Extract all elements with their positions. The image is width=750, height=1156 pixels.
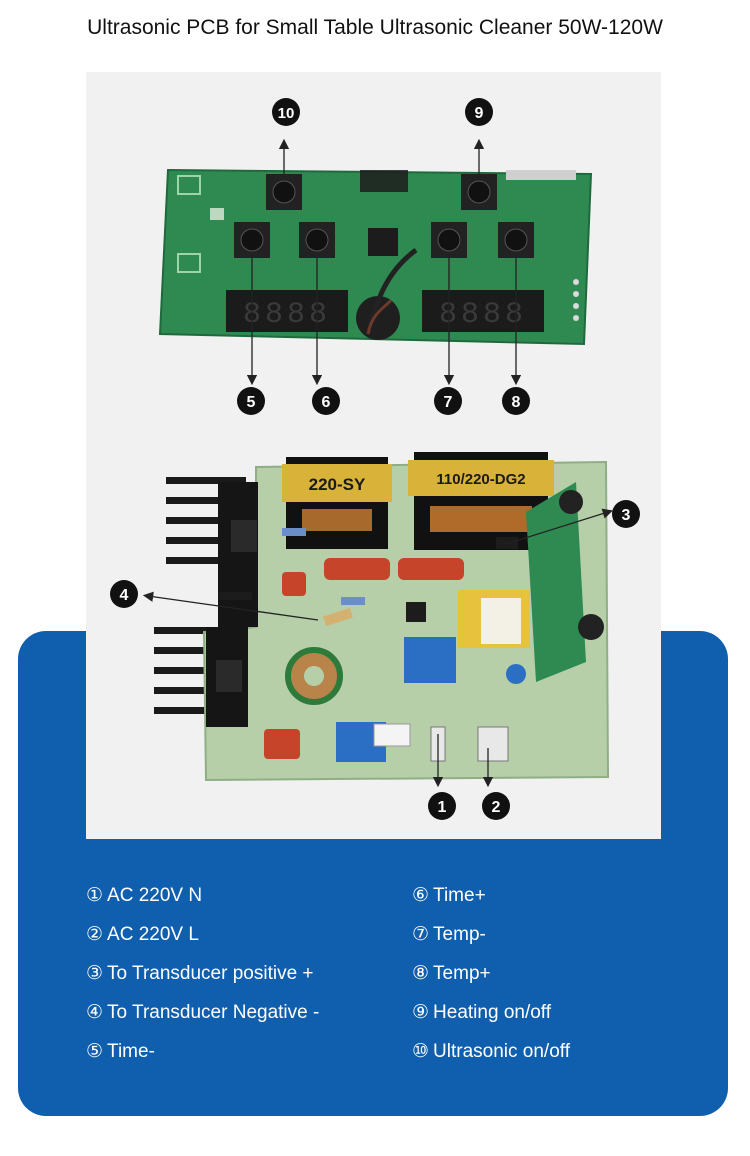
marker-9: 9 <box>465 98 493 126</box>
legend-text: AC 220V N <box>107 885 203 906</box>
transformer-small: 220-SY <box>282 457 392 549</box>
legend-text: Heating on/off <box>433 1002 552 1023</box>
marker-7: 7 <box>434 387 462 415</box>
button-ultrasonic <box>266 174 302 210</box>
marker-1: 1 <box>428 792 456 820</box>
svg-text:1: 1 <box>438 799 447 816</box>
svg-text:2: 2 <box>492 799 501 816</box>
svg-text:8: 8 <box>512 394 521 411</box>
legend-number: ⑥ <box>412 885 430 906</box>
page-title: Ultrasonic PCB for Small Table Ultrasoni… <box>87 16 663 39</box>
marker-10: 10 <box>272 98 300 126</box>
button-time-plus <box>299 222 335 258</box>
marker-6: 6 <box>312 387 340 415</box>
svg-text:4: 4 <box>120 587 129 604</box>
legend-number: ⑦ <box>412 924 430 945</box>
svg-text:7: 7 <box>444 394 453 411</box>
marker-5: 5 <box>237 387 265 415</box>
legend-number: ① <box>86 885 104 906</box>
marker-2: 2 <box>482 792 510 820</box>
button-temp-minus <box>431 222 467 258</box>
legend-number: ⑩ <box>412 1041 430 1062</box>
button-temp-plus <box>498 222 534 258</box>
legend-text: AC 220V L <box>107 924 199 945</box>
display-left: 8888 <box>226 290 348 332</box>
button-heating <box>461 174 497 210</box>
legend-number: ⑨ <box>412 1002 430 1023</box>
svg-text:10: 10 <box>278 105 295 122</box>
display-right: 8888 <box>422 290 544 332</box>
button-time-minus <box>234 222 270 258</box>
legend-text: Time+ <box>433 885 486 906</box>
legend-text: Temp- <box>433 924 486 945</box>
legend-text: Ultrasonic on/off <box>433 1041 570 1062</box>
legend-number: ③ <box>86 963 104 984</box>
product-photo: 8888 8888 <box>86 72 661 839</box>
marker-3: 3 <box>612 500 640 528</box>
control-pcb: 8888 8888 <box>158 168 593 346</box>
svg-text:3: 3 <box>622 507 631 524</box>
svg-text:5: 5 <box>247 394 256 411</box>
svg-text:9: 9 <box>475 105 484 122</box>
legend-number: ② <box>86 924 104 945</box>
transformer-large: 110/220-DG2 <box>408 452 554 550</box>
legend-number: ⑧ <box>412 963 430 984</box>
svg-text:110/220-DG2: 110/220-DG2 <box>436 471 525 488</box>
legend-number: ⑤ <box>86 1041 104 1062</box>
marker-4: 4 <box>110 580 138 608</box>
legend-number: ④ <box>86 1002 104 1023</box>
legend-text: To Transducer Negative - <box>107 1002 320 1023</box>
svg-text:8888: 8888 <box>439 298 527 332</box>
legend-text: Time- <box>107 1041 155 1062</box>
main-pcb: 220-SY 110/220-DG2 <box>154 452 610 782</box>
svg-text:8888: 8888 <box>243 298 331 332</box>
marker-8: 8 <box>502 387 530 415</box>
legend-text: Temp+ <box>433 963 491 984</box>
legend-text: To Transducer positive + <box>107 963 314 984</box>
svg-text:220-SY: 220-SY <box>309 475 366 494</box>
svg-text:6: 6 <box>322 394 331 411</box>
